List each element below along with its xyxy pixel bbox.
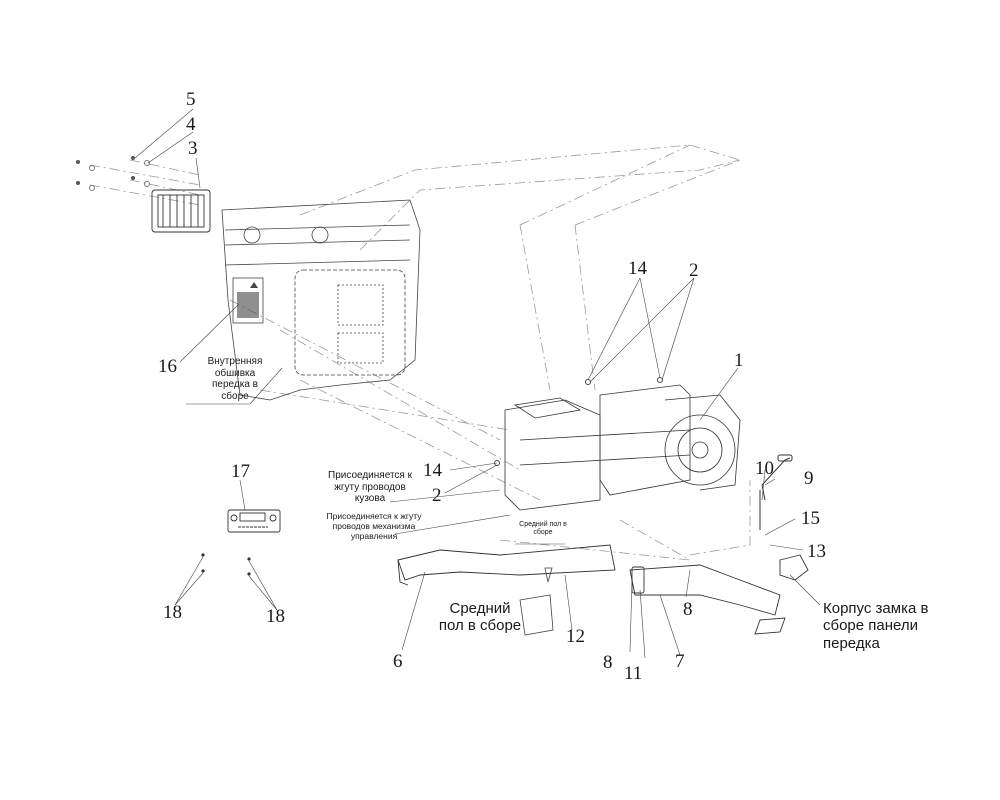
heater-unit-assembly <box>504 384 741 511</box>
grille-part <box>151 189 211 233</box>
label-line: проводов механизма управления <box>332 520 416 541</box>
lock-housing <box>779 554 809 581</box>
callout-7: 7 <box>675 651 685 672</box>
lever-9-10 <box>759 454 793 530</box>
label-line: передка в <box>212 379 258 390</box>
label-control-harness: Присоединяется к жгуту проводов механизм… <box>310 511 438 541</box>
callout-15: 15 <box>801 508 820 529</box>
assembly-guide-lines <box>89 144 751 561</box>
label-middle-floor-large: Средний пол в сборе <box>430 600 530 635</box>
callout-2-left: 2 <box>432 485 442 506</box>
callout-8-right: 8 <box>683 599 693 620</box>
callout-16: 16 <box>158 356 177 377</box>
label-line: Средний <box>449 600 511 617</box>
label-line: пол в сборе <box>438 617 522 635</box>
callout-18-left: 18 <box>163 602 182 623</box>
callout-9: 9 <box>804 468 814 489</box>
callout-8-left: 8 <box>603 652 613 673</box>
label-line: Средний пол в <box>519 521 567 528</box>
washers-top-left <box>89 160 150 191</box>
radio-unit-17 <box>227 509 281 533</box>
callout-14-top: 14 <box>628 258 647 279</box>
inner-front-trim-panel <box>221 199 421 401</box>
label-line: сборе <box>533 529 553 537</box>
callout-4: 4 <box>186 114 196 135</box>
label-line: жгуту проводов <box>334 481 406 493</box>
label-line: кузова <box>354 493 386 504</box>
callout-2-top: 2 <box>689 260 699 281</box>
air-duct-6 <box>397 544 616 586</box>
label-line: Присоединяется к жгуту <box>326 511 422 521</box>
label-line: обшивка <box>214 367 256 379</box>
label-line: Внутренняя <box>207 356 263 367</box>
label-middle-floor-small: Средний пол в сборе <box>518 521 568 537</box>
callout-6: 6 <box>393 651 403 672</box>
callout-14-left: 14 <box>423 460 442 481</box>
air-duct-7 <box>629 564 786 635</box>
callout-5: 5 <box>186 89 196 110</box>
label-body-harness: Присоединяется к жгуту проводов кузова <box>320 470 420 505</box>
callout-13: 13 <box>807 541 826 562</box>
label-line: передка <box>823 634 880 652</box>
label-inner-front-trim: Внутренняя обшивка передка в сборе <box>190 356 280 402</box>
callout-10: 10 <box>755 458 774 479</box>
label-lock-housing: Корпус замка в сборе панели передка <box>823 600 963 652</box>
label-line: сборе панели <box>823 617 919 635</box>
callout-18-right: 18 <box>266 606 285 627</box>
callout-3: 3 <box>188 138 198 159</box>
callout-17: 17 <box>231 461 250 482</box>
label-line: сборе <box>221 390 249 402</box>
bracket-12 <box>519 567 554 636</box>
leader-lines <box>134 108 821 659</box>
warning-label-16 <box>237 282 259 318</box>
callout-12: 12 <box>566 626 585 647</box>
callout-11: 11 <box>624 663 643 684</box>
label-line: Корпус замка в <box>823 600 929 617</box>
screws-18 <box>201 553 251 576</box>
label-line: Присоединяется к <box>328 470 412 481</box>
fasteners-top-left <box>76 156 135 185</box>
callout-1: 1 <box>734 350 744 371</box>
